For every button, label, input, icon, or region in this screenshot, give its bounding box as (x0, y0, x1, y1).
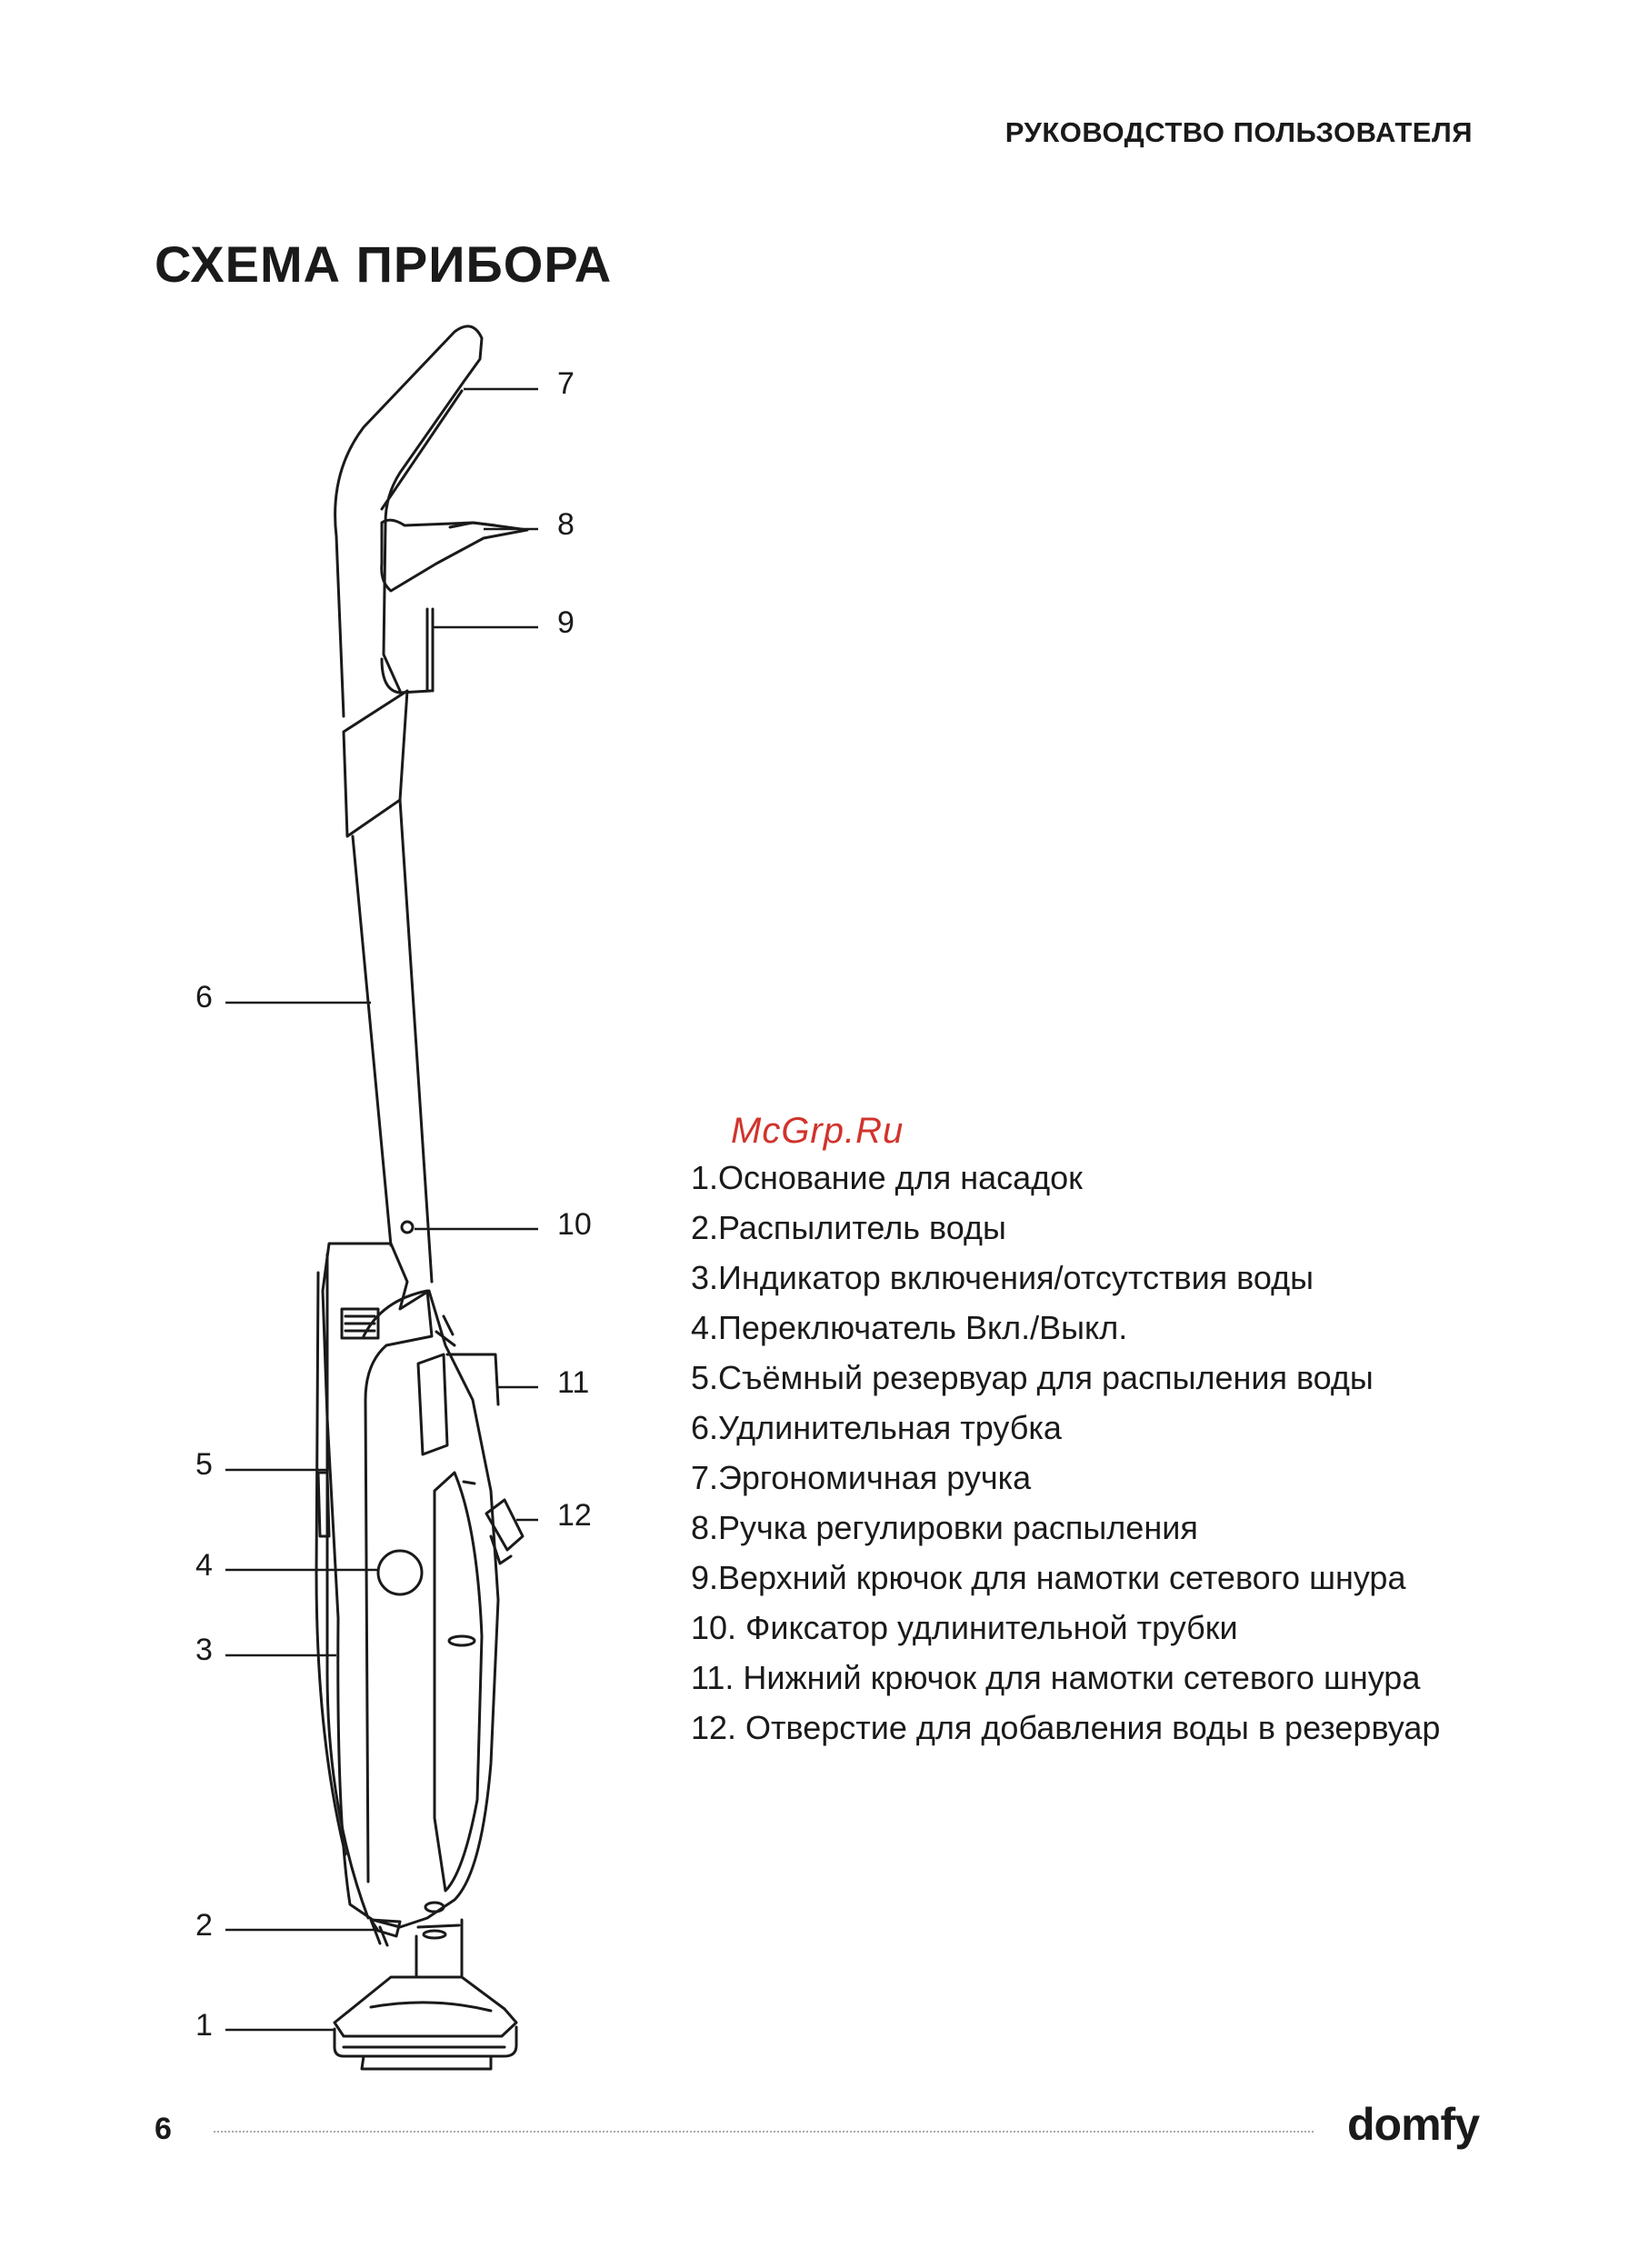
extension-tube (351, 798, 434, 1284)
callout-4: 4 (195, 1548, 213, 1583)
legend-item: 2.Распылитель воды (691, 1209, 1006, 1246)
diagram-detail (448, 521, 497, 529)
page-number: 6 (155, 2112, 172, 2146)
sprayer (369, 1918, 402, 1947)
nozzle-base (333, 1975, 518, 2038)
legend-item: 9.Верхний крючок для намотки сетевого шн… (691, 1559, 1406, 1596)
legend-item: 5.Съёмный резервуар для распыления воды (691, 1359, 1374, 1396)
diagram-detail (422, 1929, 447, 1940)
callout-5: 5 (195, 1447, 213, 1482)
diagram-detail (362, 1289, 434, 1883)
diagram-detail (447, 1634, 476, 1647)
parts-legend: 1.Основание для насадок 2.Распылитель во… (691, 1153, 1440, 1753)
handle (334, 325, 484, 718)
footer-divider (214, 2131, 1314, 2133)
diagram-detail (315, 1253, 370, 1920)
diagram-detail (369, 2001, 493, 2013)
diagram-detail (360, 2054, 493, 2071)
diagram-detail (424, 1901, 445, 1913)
legend-item: 7.Эргономичная ручка (691, 1459, 1032, 1496)
callout-3: 3 (195, 1633, 213, 1667)
upper-hook (380, 607, 435, 694)
legend-item: 3.Индикатор включения/отсутствия воды (691, 1259, 1314, 1296)
fill-cap (485, 1498, 525, 1565)
diagram-detail (415, 1918, 464, 1979)
legend-item: 4.Переключатель Вкл./Выкл. (691, 1309, 1128, 1346)
legend-item: 10. Фиксатор удлинительной трубки (691, 1609, 1238, 1646)
legend-item: 11. Нижний крючок для намотки сетевого ш… (691, 1659, 1421, 1696)
callout-6: 6 (195, 980, 213, 1014)
callout-9: 9 (557, 605, 575, 640)
page-header: РУКОВОДСТВО ПОЛЬЗОВАТЕЛЯ (1004, 116, 1473, 148)
callout-2: 2 (195, 1908, 213, 1943)
callout-10: 10 (557, 1207, 592, 1242)
spray-knob (380, 518, 529, 593)
tube-lock (400, 1220, 415, 1234)
legend-item: 6.Удлинительная трубка (691, 1409, 1062, 1446)
page-title: СХЕМА ПРИБОРА (155, 235, 613, 293)
watermark: McGrp.Ru (731, 1111, 904, 1151)
callout-11: 11 (557, 1365, 589, 1400)
power-switch (376, 1549, 424, 1596)
diagram-detail (344, 1314, 376, 1333)
vent (340, 1307, 380, 1340)
callout-1: 1 (195, 2008, 213, 2043)
steamer-body (321, 1242, 500, 1929)
callout-7: 7 (557, 366, 575, 401)
legend-item: 12. Отверстие для добавления воды в резе… (691, 1709, 1441, 1746)
diagram-detail (333, 2025, 518, 2058)
brand-logo: domfy (1347, 2099, 1480, 2150)
water-reservoir (316, 1471, 331, 1538)
callout-12: 12 (557, 1498, 592, 1533)
lower-hook (435, 1314, 500, 1406)
tube-collar (342, 689, 409, 838)
callout-8: 8 (557, 507, 575, 542)
legend-item: 8.Ручка регулировки распыления (691, 1509, 1198, 1546)
diagram-detail (462, 1480, 476, 1485)
handle-inner (380, 389, 464, 511)
diagram-detail (416, 1353, 449, 1456)
legend-item: 1.Основание для насадок (691, 1159, 1083, 1196)
diagram-detail (433, 1471, 484, 1893)
